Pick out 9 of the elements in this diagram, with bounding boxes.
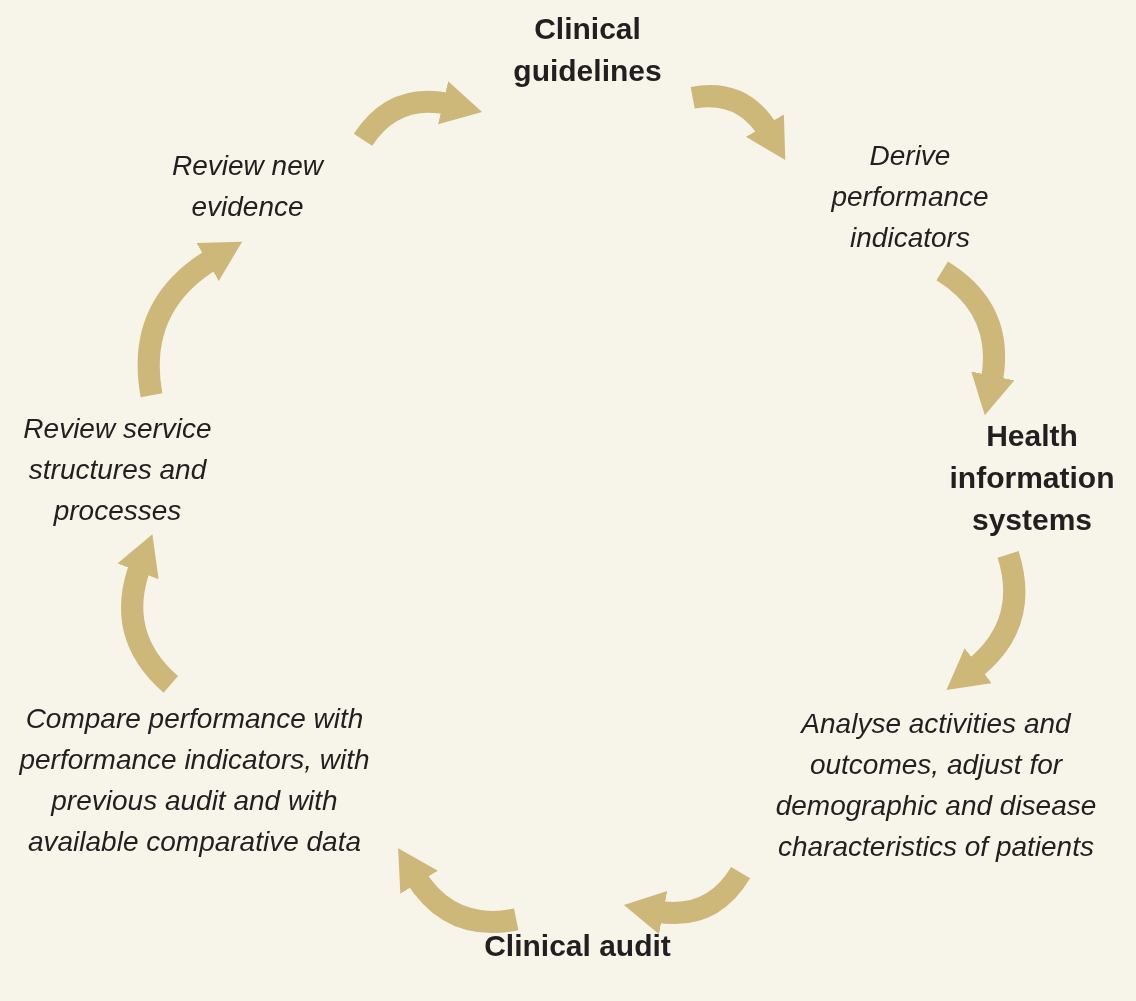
curved-arrow — [691, 85, 787, 160]
step-text: Derive performance indicators — [830, 139, 990, 255]
step-text: Review service structures and processes — [22, 412, 213, 528]
stage-label: Clinical audit — [483, 928, 672, 964]
step-text: Review new evidence — [171, 149, 326, 224]
stage-label: Clinical guidelines — [512, 11, 663, 89]
step-text: Analyse activities and outcomes, adjust for demographic and disease characteristics of patients — [774, 707, 1098, 864]
stage-label: Health information systems — [948, 418, 1116, 538]
step-text: Compare performance with performance indicators, with previous audit and with available comparative data — [18, 702, 371, 859]
